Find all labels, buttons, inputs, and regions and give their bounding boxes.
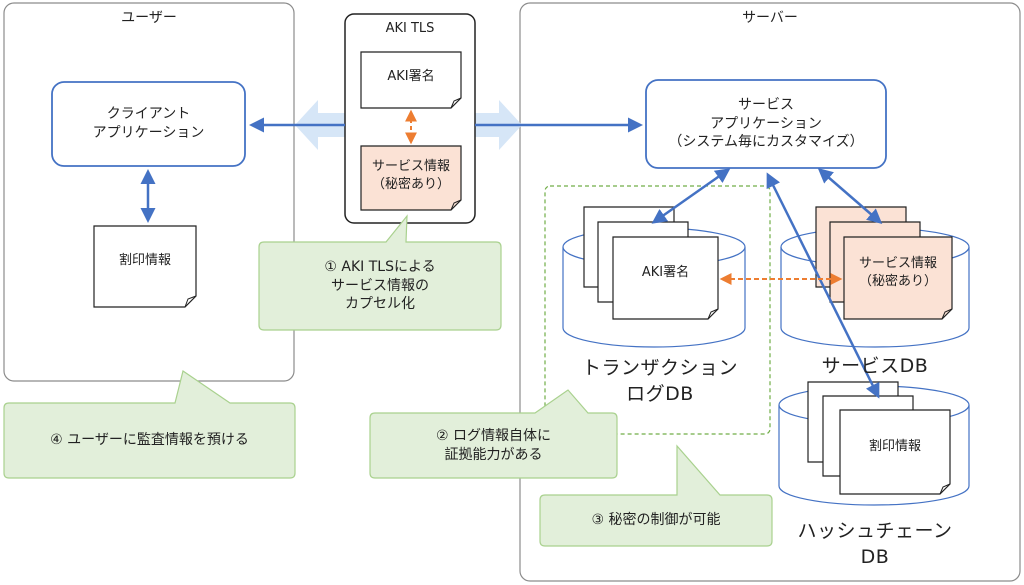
- callout-4-text: ④ ユーザーに監査情報を預ける: [50, 432, 249, 449]
- aki-tls-signature-label: AKI署名: [387, 69, 435, 85]
- user-stamp-info-label: 割印情報: [118, 253, 171, 269]
- client-app-label: クライアント アプリケーション: [92, 106, 205, 141]
- service-app-label: サービス アプリケーション （システム毎にカスタマイズ）: [668, 96, 864, 151]
- aki-tls-signature-doc: [360, 51, 462, 109]
- service-to-hashchain-arrow: [766, 172, 880, 399]
- client-app-box: [51, 81, 246, 167]
- aki-tls-service-info-label: サービス情報 （秘密あり）: [371, 159, 450, 192]
- server-panel-title: サーバー: [742, 9, 798, 26]
- user-panel-title: ユーザー: [121, 9, 177, 26]
- service-to-transaction-arrow: [651, 168, 731, 224]
- user-stamp-info-doc: [93, 225, 197, 308]
- aki-tls-service-info-doc: [360, 145, 462, 211]
- service-db-title: サービスDB: [821, 355, 929, 378]
- service-db-doc-label: サービス情報 （秘密あり）: [858, 256, 937, 289]
- transaction-db-title: トランザクション ログDB: [581, 357, 738, 405]
- hashchain-db-doc-label: 割印情報: [868, 439, 921, 455]
- hashchain-db-title: ハッシュチェーン DB: [797, 520, 953, 568]
- callout-2-text: ② ログ情報自体に 証拠能力がある: [435, 427, 551, 463]
- callout-3-text: ③ 秘密の制御が可能: [591, 512, 721, 529]
- transaction-db-doc-label: AKI署名: [641, 265, 690, 281]
- aki-tls-title: AKI TLS: [385, 21, 435, 37]
- service-app-box: [645, 79, 887, 169]
- callout-2-shape: [369, 389, 618, 479]
- callout-3-shape: [539, 444, 773, 547]
- callout-1-text: ① AKI TLSによる サービス情報の カプセル化: [324, 258, 436, 313]
- hashchain-db-doc: [839, 409, 951, 495]
- callout-4-shape: [3, 370, 296, 479]
- callout-1-shape: [258, 214, 502, 331]
- transaction-db-doc: [612, 236, 719, 320]
